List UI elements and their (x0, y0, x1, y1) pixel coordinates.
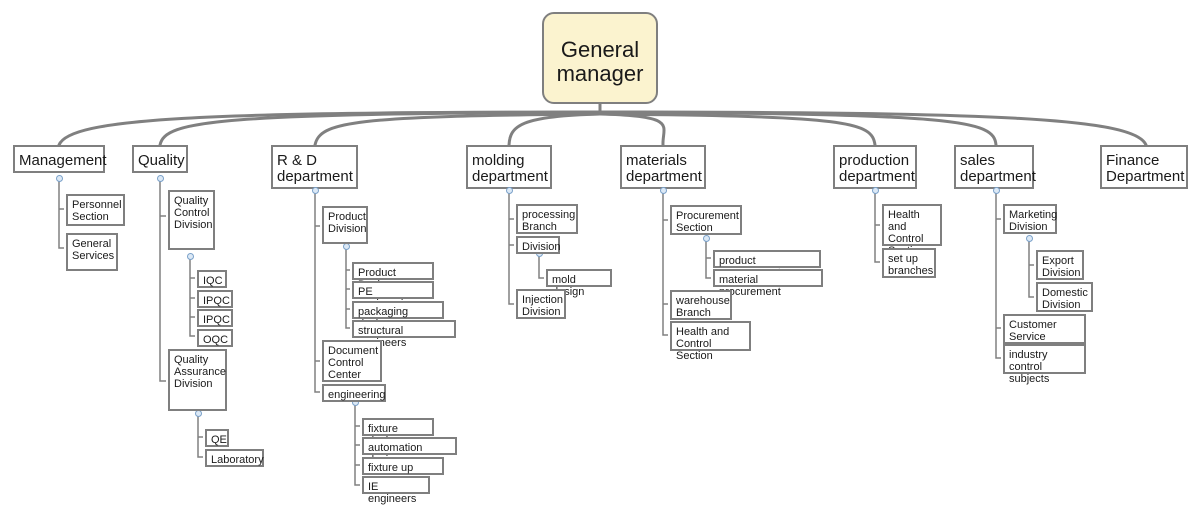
customer-service-division-node[interactable]: Customer Service Division (1003, 314, 1086, 355)
injection-division-node[interactable]: Injection Division (516, 289, 566, 319)
ipqc-node[interactable]: IPQC (197, 290, 233, 308)
general-services-node[interactable]: General Services (66, 233, 118, 271)
collapse-icon[interactable] (872, 187, 879, 194)
marketing-division-node[interactable]: Marketing Division (1003, 204, 1057, 234)
ipqc-node[interactable]: IPQC (197, 309, 233, 327)
automation-design-node[interactable]: automation design (362, 437, 457, 466)
laboratory-node[interactable]: Laboratory (205, 449, 264, 467)
collapse-icon[interactable] (187, 253, 194, 260)
general-manager-node[interactable]: General manager (542, 12, 658, 104)
material-procurement-node[interactable]: material procurement (713, 269, 823, 298)
engineering-node[interactable]: engineering (322, 384, 386, 402)
product-division-node[interactable]: Product Division (322, 206, 368, 244)
document-control-center-node[interactable]: Document Control Center (322, 340, 382, 382)
quality-assurance-division-node[interactable]: Quality Assurance Division (168, 349, 227, 411)
collapse-icon[interactable] (195, 410, 202, 417)
collapse-icon[interactable] (1026, 235, 1033, 242)
division-node[interactable]: Division (516, 236, 561, 254)
collapse-icon[interactable] (343, 243, 350, 250)
fixture-design-node[interactable]: fixture design (362, 418, 434, 447)
domestic-division-node[interactable]: Domestic Division (1036, 282, 1093, 312)
health-control-section-node[interactable]: Health and Control Section (670, 321, 751, 362)
product-procurement-node[interactable]: product procurement (713, 250, 821, 279)
sales-department-node[interactable]: sales department (954, 145, 1036, 189)
mold-design-node[interactable]: mold design (546, 269, 612, 298)
finance-department-node[interactable]: Finance Department (1100, 145, 1188, 189)
production-department-node[interactable]: production department (833, 145, 917, 189)
collapse-icon[interactable] (993, 187, 1000, 194)
iqc-node[interactable]: IQC (197, 270, 227, 288)
materials-department-node[interactable]: materials department (620, 145, 706, 189)
collapse-icon[interactable] (157, 175, 164, 182)
packaging-design-node[interactable]: packaging design (352, 301, 444, 330)
structural-engineers-node[interactable]: structural engineers (352, 320, 456, 349)
oqc-node[interactable]: OQC (197, 329, 233, 347)
molding-department-node[interactable]: molding department (466, 145, 552, 189)
collapse-icon[interactable] (312, 187, 319, 194)
industry-control-subjects-node[interactable]: industry control subjects (1003, 344, 1086, 385)
collapse-icon[interactable] (660, 187, 667, 194)
export-division-node[interactable]: Export Division (1036, 250, 1084, 280)
set-up-branches-node[interactable]: set up branches (882, 248, 936, 278)
pe-engineering-node[interactable]: PE engineering (352, 281, 434, 310)
quality-node[interactable]: Quality (132, 145, 188, 173)
health-control-section-node[interactable]: Health and Control Section (882, 204, 942, 257)
collapse-icon[interactable] (506, 187, 513, 194)
fixture-up-group-node[interactable]: fixture up group (362, 457, 444, 486)
warehouse-branch-node[interactable]: warehouse Branch (670, 290, 732, 320)
quality-control-division-node[interactable]: Quality Control Division (168, 190, 215, 250)
personnel-section-node[interactable]: Personnel Section (66, 194, 125, 226)
rd-department-node[interactable]: R & D department (271, 145, 358, 189)
collapse-icon[interactable] (56, 175, 63, 182)
processing-branch-node[interactable]: processing Branch (516, 204, 578, 234)
product-design-node[interactable]: Product Design (352, 262, 434, 291)
procurement-section-node[interactable]: Procurement Section (670, 205, 742, 235)
management-node[interactable]: Management (13, 145, 107, 173)
ie-engineers-node[interactable]: IE engineers (362, 476, 430, 505)
collapse-icon[interactable] (703, 235, 710, 242)
qe-node[interactable]: QE (205, 429, 229, 447)
